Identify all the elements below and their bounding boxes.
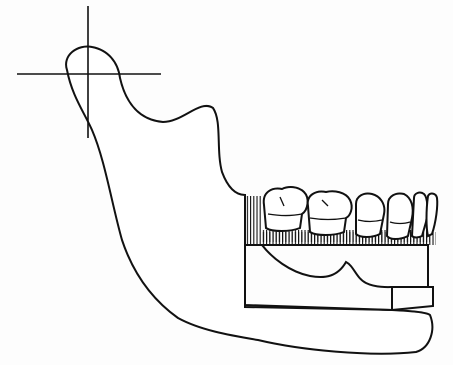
tooth-molar-1 [264,187,308,231]
tooth-incisor [427,194,438,236]
tooth-premolar-2 [387,193,413,239]
tooth-molar-2 [308,191,352,235]
tooth-premolar-1 [356,193,384,237]
denture-base-block [245,245,433,310]
